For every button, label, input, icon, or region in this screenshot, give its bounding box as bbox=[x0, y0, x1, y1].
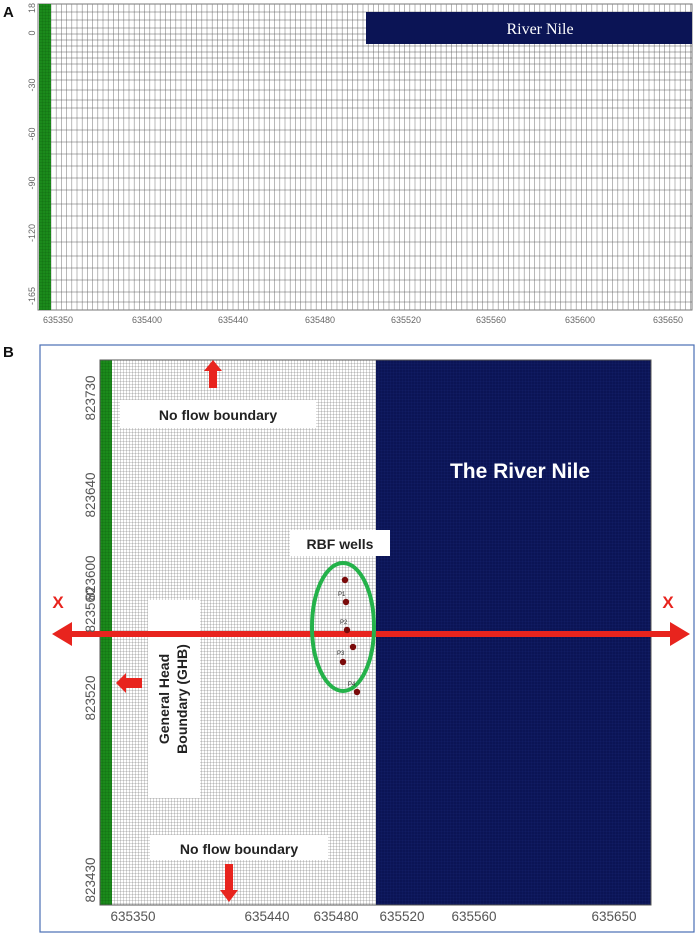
panel-a-x-axis: 635350 635400 635440 635480 635520 635560 6356… bbox=[43, 315, 683, 325]
panel-a-y-tick: -165 bbox=[27, 287, 37, 305]
ghb-arrow bbox=[116, 673, 142, 693]
panel-b-y-tick: 823640 bbox=[83, 472, 98, 517]
panel-b-y-tick: 823430 bbox=[83, 857, 98, 902]
rbf-label-box bbox=[290, 530, 390, 556]
rbf-well-label: P2 bbox=[340, 620, 348, 626]
panel-b-x-tick: 635480 bbox=[313, 909, 358, 924]
cross-section-arrow-left bbox=[52, 622, 72, 646]
panel-a-x-tick: 635400 bbox=[132, 315, 162, 325]
panel-b-section: The River Nile No flow boundary No flow … bbox=[39, 344, 695, 933]
ghb-label-line1: General Head bbox=[156, 654, 172, 744]
rbf-label: RBF wells bbox=[307, 536, 374, 552]
panel-a-y-tick: 18 bbox=[27, 3, 37, 13]
rbf-well bbox=[353, 688, 361, 696]
ghb-label-line2: Boundary (GHB) bbox=[174, 644, 190, 754]
rbf-well-label: P3 bbox=[337, 651, 345, 657]
rbf-well bbox=[343, 626, 351, 634]
panel-a-y-tick: 0 bbox=[27, 30, 37, 35]
rbf-well bbox=[339, 658, 347, 666]
panel-b-y-tick: 823600 bbox=[83, 555, 98, 600]
panel-a-y-tick: -30 bbox=[27, 78, 37, 91]
panel-a-x-tick: 635480 bbox=[305, 315, 335, 325]
panel-b-x-tick: 635440 bbox=[244, 909, 289, 924]
panel-a-x-tick: 635600 bbox=[565, 315, 595, 325]
panel-b-x-tick: 635560 bbox=[451, 909, 496, 924]
no-flow-top-label: No flow boundary bbox=[159, 407, 277, 423]
no-flow-bottom-box bbox=[150, 835, 328, 860]
rbf-well-label: P4 bbox=[348, 682, 356, 688]
cross-section-arrow-right bbox=[670, 622, 690, 646]
no-flow-arrow-top bbox=[204, 360, 222, 388]
cross-section-label-right: X bbox=[662, 593, 674, 612]
panel-a-y-tick: -120 bbox=[27, 224, 37, 242]
panel-a-y-tick: -90 bbox=[27, 176, 37, 189]
panel-a-x-tick: 635440 bbox=[218, 315, 248, 325]
panel-b-river-label: The River Nile bbox=[450, 460, 590, 483]
rbf-well-label: P1 bbox=[338, 592, 346, 598]
panel-b-x-tick: 635520 bbox=[379, 909, 424, 924]
rbf-well bbox=[342, 598, 350, 606]
rbf-wells-ellipse bbox=[310, 561, 376, 693]
panel-a-river bbox=[366, 12, 692, 44]
panel-b-letter: B bbox=[3, 344, 14, 361]
panel-a-letter: A bbox=[3, 4, 14, 21]
panel-a-frame bbox=[37, 3, 693, 311]
rbf-wells: P1 P2 P3 P4 bbox=[337, 576, 361, 696]
panel-b-x-tick: 635350 bbox=[110, 909, 155, 924]
panel-a-x-tick: 635350 bbox=[43, 315, 73, 325]
panel-a-x-tick: 635650 bbox=[653, 315, 683, 325]
panel-a-y-tick: -60 bbox=[27, 127, 37, 140]
panel-b-y-tick: 823520 bbox=[83, 675, 98, 720]
panel-a-x-tick: 635560 bbox=[476, 315, 506, 325]
panel-a-y-axis: 18 0 -30 -60 -90 -120 -165 bbox=[27, 3, 37, 305]
rbf-well bbox=[341, 576, 349, 584]
rbf-well bbox=[349, 643, 357, 651]
panel-a-mesh bbox=[50, 4, 692, 310]
no-flow-arrow-bottom bbox=[220, 864, 238, 902]
no-flow-top-box bbox=[120, 400, 316, 428]
panel-b-x-tick: 635650 bbox=[591, 909, 636, 924]
panel-b-y-tick: 823560 bbox=[83, 587, 98, 632]
panel-a-ghb-strip bbox=[39, 4, 51, 310]
cross-section-label-left: X bbox=[52, 593, 64, 612]
panel-a-river-label: River Nile bbox=[506, 21, 573, 38]
panel-b-x-axis: 635350 635440 635480 635520 635560 635650 bbox=[110, 909, 636, 924]
panel-b-y-tick: 823730 bbox=[83, 375, 98, 420]
no-flow-bottom-label: No flow boundary bbox=[180, 841, 298, 857]
panel-a-x-tick: 635520 bbox=[391, 315, 421, 325]
